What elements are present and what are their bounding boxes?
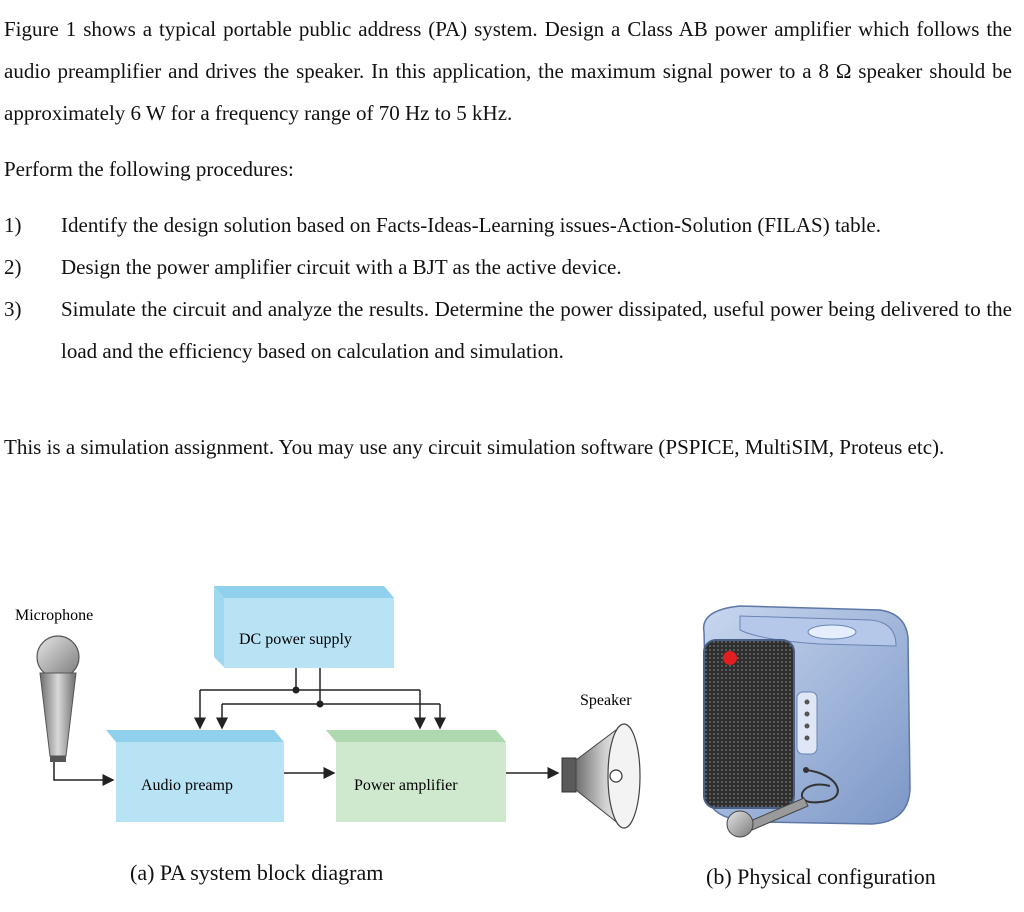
figure-1: Microphone DC power supply [0,560,1024,912]
caption-physical-configuration: (b) Physical configuration [706,864,936,889]
list-text: Simulate the circuit and analyze the res… [61,297,1012,363]
list-number: 2) [4,255,22,279]
mic-signal-line [53,762,115,786]
list-number: 1) [4,213,22,237]
microphone-icon [36,635,80,762]
supply-lines [194,668,446,730]
list-item: 1) Identify the design solution based on… [4,204,1012,246]
procedures-list: 1) Identify the design solution based on… [4,204,1012,372]
caption-block-diagram: (a) PA system block diagram [130,860,384,885]
list-text: Design the power amplifier circuit with … [61,255,622,279]
audio-preamp-label: Audio preamp [141,777,233,794]
intro-paragraph: Figure 1 shows a typical portable public… [4,17,1012,125]
note-paragraph: This is a simulation assignment. You may… [4,435,945,459]
procedures-heading: Perform the following procedures: [4,157,294,181]
list-number: 3) [4,297,22,321]
power-amplifier-label: Power amplifier [354,777,458,794]
junction-dot [316,700,324,708]
dc-power-supply-label: DC power supply [239,631,352,648]
speaker-icon [561,723,641,830]
pa-device-illustration [702,605,911,838]
list-text: Identify the design solution based on Fa… [61,213,882,237]
pa-system-figure: Microphone DC power supply [15,586,911,838]
list-item: 3) Simulate the circuit and analyze the … [4,288,1012,372]
audio-preamp-block: Audio preamp [106,730,284,822]
junction-dot [292,686,300,694]
microphone-label: Microphone [15,607,93,624]
speaker-label: Speaker [580,692,632,709]
dc-power-supply-block: DC power supply [214,586,394,668]
power-amplifier-block: Power amplifier [326,730,506,822]
list-item: 2) Design the power amplifier circuit wi… [4,246,1012,288]
